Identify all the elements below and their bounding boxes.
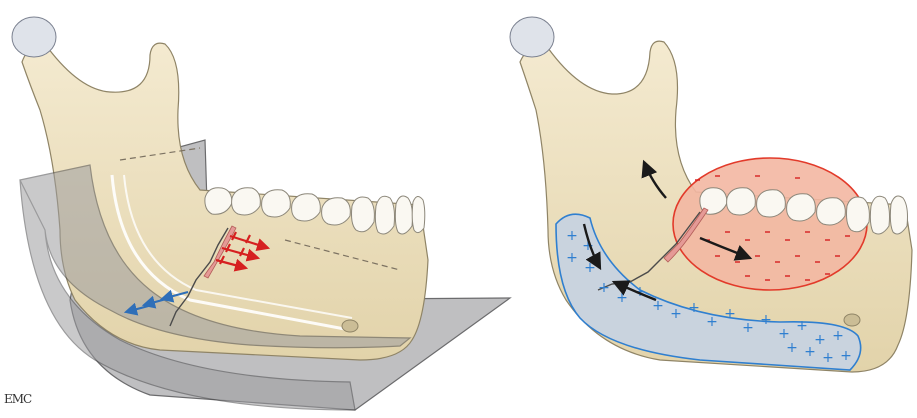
left-mental-foramen [342,320,358,332]
svg-text:+: + [598,280,610,296]
right-mental-foramen [844,314,860,326]
svg-text:+: + [832,328,844,344]
svg-text:+: + [822,350,834,366]
svg-text:+: + [804,344,816,360]
svg-text:+: + [566,250,578,266]
svg-text:+: + [840,348,852,364]
svg-text:+: + [814,332,826,348]
left-condyle-cap [12,17,56,57]
svg-text:+: + [688,300,700,316]
svg-text:+: + [760,312,772,328]
svg-text:+: + [566,228,578,244]
svg-text:+: + [796,318,808,334]
svg-text:+: + [584,260,596,276]
svg-text:+: + [616,290,628,306]
right-condyle-cap [510,17,554,57]
right-panel: + + + + + + + + + + + + + + + + + + + + … [510,17,912,372]
svg-text:+: + [786,340,798,356]
left-panel [12,17,510,410]
svg-text:+: + [742,320,754,336]
svg-text:+: + [670,306,682,322]
svg-text:+: + [724,306,736,322]
right-tension-zone [673,158,867,290]
illustrator-signature: EMC [4,392,31,406]
svg-text:+: + [706,314,718,330]
